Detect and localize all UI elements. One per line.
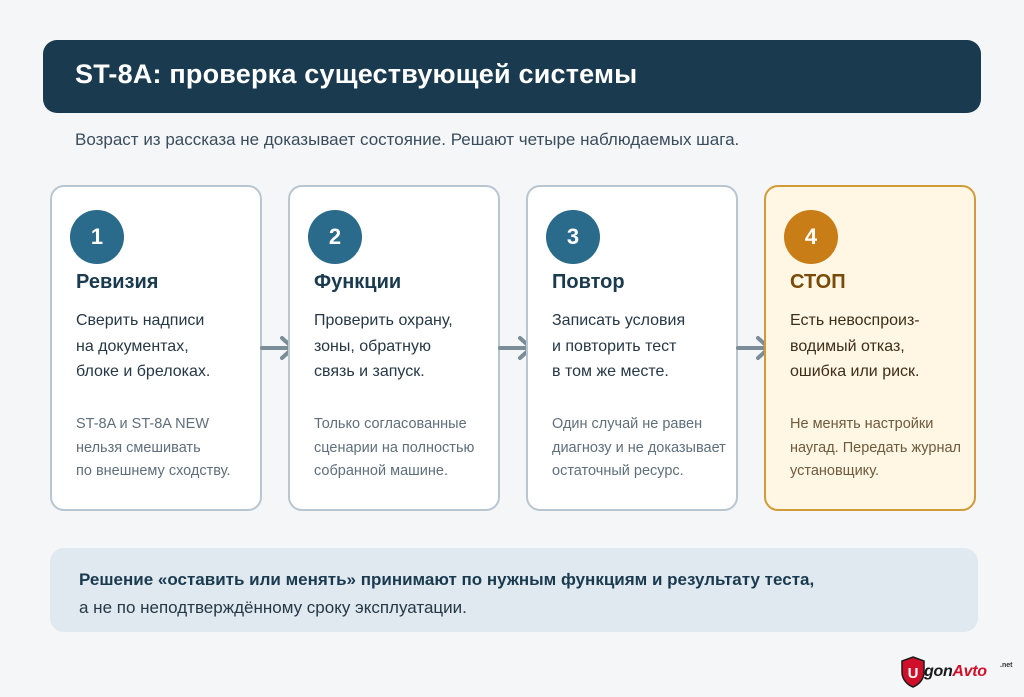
step-description: Сверить надписи на документах, блоке и б… [76, 312, 211, 380]
step-card-revision: 1 Ревизия Сверить надписи на документах,… [50, 185, 262, 511]
logo-domain: .net [1000, 662, 1013, 669]
step-description: Есть невоспроиз- водимый отказ, ошибка и… [790, 312, 920, 380]
conclusion-line-1: Решение «оставить или менять» принимают … [79, 570, 815, 589]
logo-letter: U [908, 665, 919, 682]
step-card-stop: 4 СТОП Есть невоспроиз- водимый отказ, о… [764, 185, 976, 511]
step-title: Повтор [552, 271, 625, 293]
subtitle: Возраст из рассказа не доказывает состоя… [75, 130, 740, 149]
shield-logo-icon: U [901, 656, 925, 688]
logo-wordmark: gonAvto [924, 663, 987, 681]
conclusion-line-2: а не по неподтверждённому сроку эксплуат… [79, 598, 467, 617]
title-bar: ST-8A: проверка существующей системы [43, 40, 981, 113]
logo-text-avto: Avto [952, 663, 987, 680]
step-note: Только согласованные сценарии на полност… [314, 416, 475, 479]
step-card-functions: 2 Функции Проверить охрану, зоны, обратн… [288, 185, 500, 511]
step-description: Проверить охрану, зоны, обратную связь и… [314, 312, 453, 380]
step-note: Не менять настройки наугад. Передать жур… [790, 416, 961, 479]
step-note: ST-8A и ST-8A NEW нельзя смешивать по вн… [76, 416, 231, 479]
step-number-badge: 3 [546, 210, 600, 264]
step-title: Функции [314, 271, 402, 293]
step-number-badge: 1 [70, 210, 124, 264]
step-note: Один случай не равен диагнозу и не доказ… [552, 416, 726, 479]
step-card-repeat: 3 Повтор Записать условия и повторить те… [526, 185, 738, 511]
step-title: СТОП [790, 271, 846, 293]
step-number-badge: 2 [308, 210, 362, 264]
page-title: ST-8A: проверка существующей системы [75, 59, 638, 89]
step-number-badge: 4 [784, 210, 838, 264]
ugonavto-logo: U gonAvto .net [900, 656, 1018, 688]
step-description: Записать условия и повторить тест в том … [552, 312, 686, 380]
logo-text-gon: gon [924, 663, 953, 680]
step-title: Ревизия [76, 271, 159, 293]
conclusion-box: Решение «оставить или менять» принимают … [50, 548, 978, 632]
